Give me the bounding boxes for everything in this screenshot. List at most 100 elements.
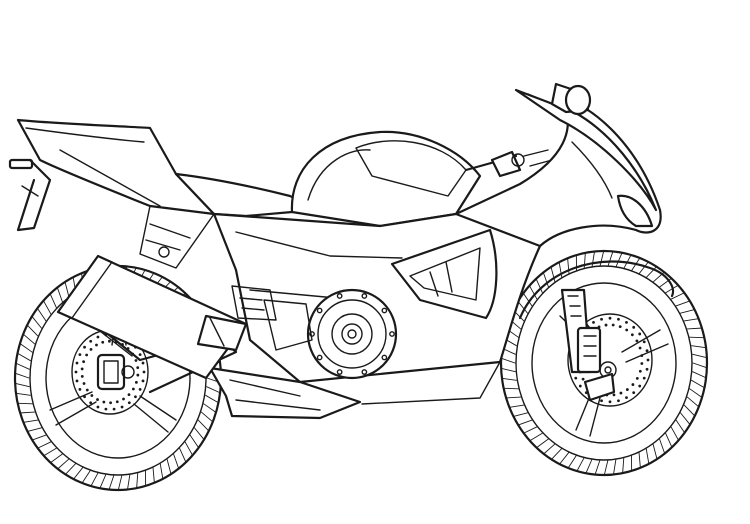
brake-disc-hole	[75, 379, 79, 383]
tire-tread-mark	[591, 251, 595, 268]
tire-tread-mark	[179, 447, 186, 462]
brake-disc-hole	[141, 361, 145, 365]
brake-disc-hole	[96, 398, 99, 401]
tire-tread-mark	[692, 353, 707, 358]
brake-disc-hole	[89, 347, 93, 351]
tire-tread-mark	[691, 345, 706, 348]
tire-tread-mark	[152, 466, 155, 483]
brake-disc-hole	[642, 376, 646, 380]
tire-tread-mark	[622, 457, 625, 473]
brake-disc-hole	[645, 367, 649, 371]
tire-tread-mark	[683, 404, 695, 416]
engine	[231, 285, 398, 380]
brake-disc-hole	[640, 362, 644, 365]
brake-disc-hole	[89, 339, 93, 343]
engine-bolt	[316, 307, 323, 314]
front-fork	[560, 288, 616, 402]
brake-disc-hole	[102, 400, 106, 404]
brake-disc-hole	[635, 376, 639, 380]
tire-tread-mark	[518, 419, 533, 426]
brake-disc-hole	[646, 358, 650, 362]
tire-tread-mark	[536, 438, 549, 448]
engine-bolt	[336, 369, 343, 375]
brake-disc-hole	[618, 325, 622, 329]
brake-disc-hole	[625, 396, 628, 400]
tire-tread-mark	[670, 426, 679, 440]
brake-disc-hole	[85, 353, 89, 357]
tire-tread-mark	[652, 443, 658, 459]
exhaust-muffler	[56, 254, 248, 380]
tire-tread-mark	[189, 434, 199, 448]
tire-tread-mark	[599, 251, 604, 267]
engine-bolt	[381, 354, 388, 361]
brake-disc-hole	[127, 393, 131, 397]
tire-tread-mark	[50, 294, 57, 309]
fuel-tank	[290, 130, 482, 228]
tire-tread-mark	[99, 473, 107, 488]
brake-disc-hole	[638, 384, 642, 388]
tire-tread-mark	[44, 447, 57, 456]
tire-tread-mark	[501, 368, 516, 373]
tire-tread-mark	[543, 443, 556, 454]
tire-tread-mark	[675, 419, 685, 433]
tire-tread-mark	[665, 432, 672, 447]
tire-tread-mark	[638, 262, 649, 275]
tire-tread-mark	[675, 300, 690, 307]
tire-tread-mark	[57, 287, 63, 303]
tire-tread-mark	[15, 383, 30, 388]
tire-tread-mark	[184, 441, 193, 455]
tire-tread-mark	[529, 286, 538, 300]
tire-tread-mark	[203, 403, 216, 413]
front-fairing	[454, 82, 662, 254]
tire-tread-mark	[559, 451, 570, 464]
tire-tread-mark	[585, 458, 593, 473]
tire-tread-mark	[692, 362, 707, 368]
brake-disc-hole	[134, 395, 137, 399]
tire-tread-mark	[73, 466, 84, 479]
tire-tread-mark	[57, 458, 70, 469]
engine-bolt	[336, 293, 343, 299]
tire-tread-mark	[108, 474, 115, 490]
tire-tread-mark	[23, 334, 36, 345]
tire-tread-mark	[686, 327, 702, 330]
tire-tread-mark	[50, 453, 63, 463]
brake-disc-hole	[101, 340, 105, 344]
brake-disc-hole	[138, 387, 142, 391]
tire-tread-mark	[615, 253, 623, 268]
tire-tread-mark	[16, 393, 31, 396]
brake-disc-hole	[136, 366, 140, 370]
engine-bolt	[361, 369, 368, 375]
tire-tread-mark	[530, 432, 543, 441]
tire-tread-mark	[523, 293, 533, 307]
brake-disc-hole	[83, 395, 86, 399]
brake-disc-hole	[640, 354, 644, 358]
tire-tread-mark	[645, 447, 650, 464]
tire-tread-mark	[16, 363, 30, 370]
tire-tread-mark	[670, 292, 684, 300]
brake-disc-hole	[142, 370, 146, 374]
tire-tread-mark	[37, 308, 47, 322]
brake-disc-hole	[635, 339, 639, 343]
brake-disc-hole	[645, 349, 649, 353]
tire-tread-mark	[32, 316, 43, 329]
tire-tread-mark	[23, 419, 39, 423]
tire-tread-mark	[683, 318, 699, 322]
engine-bolt	[316, 354, 323, 361]
tire-tread-mark	[576, 457, 585, 471]
tire-tread-mark	[692, 371, 706, 378]
tire-tread-mark	[17, 353, 31, 362]
brake-disc-hole	[122, 397, 125, 401]
tire-tread-mark	[659, 438, 665, 454]
tire-tread-mark	[502, 378, 517, 381]
brake-disc-hole	[574, 376, 578, 380]
brake-disc-hole	[592, 320, 595, 324]
tire-tread-mark	[679, 309, 695, 314]
brake-disc-hole	[96, 405, 100, 409]
front-fender	[518, 260, 675, 320]
tire-tread-mark	[206, 386, 220, 393]
tire-tread-mark	[583, 253, 586, 269]
brake-disc-hole	[74, 370, 78, 374]
tire-tread-mark	[551, 447, 563, 460]
tire-tread-mark	[64, 282, 70, 298]
